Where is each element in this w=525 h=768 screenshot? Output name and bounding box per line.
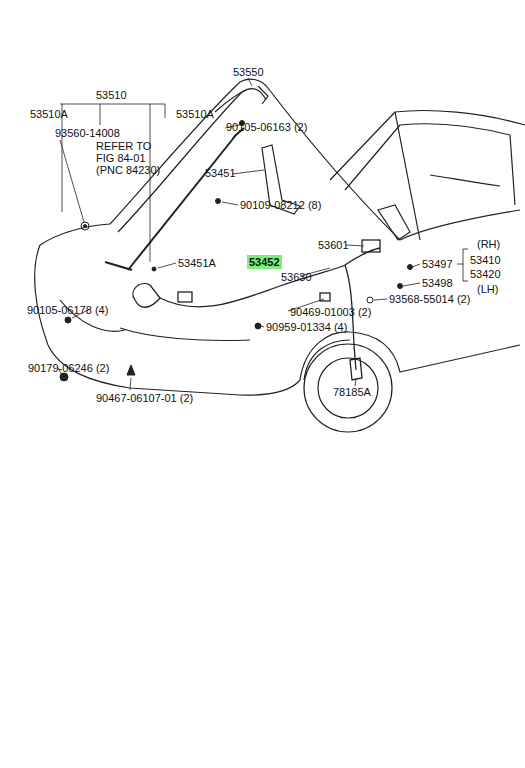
fasteners [65,317,71,323]
leader-lines [403,283,420,286]
leader-lines [463,249,464,281]
leader-lines [355,378,356,386]
part-number: 53452 [249,256,280,268]
highlighted-part-number: 53452 [247,255,282,269]
hood-lock-and-cable [178,292,192,302]
hood-lock-and-cable [350,358,362,380]
part-number: 53420 [470,268,501,280]
hood-lock-and-cable [362,240,380,252]
leader-lines [150,104,151,262]
part-number: REFER TO FIG 84-01 (PNC 84230) [96,140,165,176]
leader-lines [60,140,84,222]
hood-hinge [258,86,268,104]
leader-lines [248,78,252,86]
car-body [120,328,250,341]
car-body [430,175,500,186]
fasteners [105,262,132,270]
leader-lines [374,299,387,300]
part-number: 53451 [205,167,236,179]
fasteners [255,323,261,329]
car-body [40,224,110,245]
part-number: 53410 [470,254,501,266]
raised-hood [110,79,400,240]
wheel [304,340,392,432]
leader-lines [100,104,101,125]
car-body [400,210,520,240]
hood-hinge [378,205,410,240]
fasteners [216,199,221,204]
wheel [304,340,350,380]
leader-lines [60,104,165,105]
part-number: 93560-14008 [55,127,120,139]
raised-hood [110,79,400,240]
part-number: 78185A [333,386,371,398]
leader-lines [58,78,468,390]
leader-lines [62,104,63,212]
leader-lines [232,170,264,174]
hood-lock-and-cable [133,240,380,380]
part-number: 90109-08212 (8) [240,199,321,211]
fasteners [408,265,413,270]
part-number: (LH) [477,283,498,295]
part-number: 53451A [178,257,216,269]
fasteners [127,365,135,375]
hood-hinge [258,86,410,240]
leader-lines [346,245,364,246]
part-number: 53510A [176,108,214,120]
hood-lock-and-cable [160,265,345,307]
part-number: 90105-06178 (4) [27,304,108,316]
car-body [395,112,420,240]
leader-lines [158,263,176,268]
leader-lines [457,264,463,265]
part-number: 90467-06107-01 (2) [96,392,193,404]
part-number: 53630 [281,271,312,283]
part-number: (RH) [477,238,500,250]
car-body [345,124,515,205]
car-body [330,111,525,180]
part-number: 90959-01334 (4) [266,321,347,333]
car-body [35,111,525,396]
fasteners [398,284,403,289]
leader-lines [463,249,468,250]
leader-lines [222,202,238,205]
part-number: 90105-06163 (2) [226,121,307,133]
fasteners [84,225,87,228]
leader-lines [165,104,166,118]
part-number: 53498 [422,277,453,289]
fasteners [152,267,156,271]
part-number: 90179-06246 (2) [28,362,109,374]
wheel [304,344,392,432]
part-number: 53550 [233,66,264,78]
part-number: 93568-55014 (2) [389,293,470,305]
car-body [300,332,520,380]
part-number: 90469-01003 (2) [290,306,371,318]
fasteners [60,121,413,382]
part-number: 53601 [318,239,349,251]
part-number: 53510A [30,108,68,120]
wheel [318,358,378,418]
part-number: 53497 [422,258,453,270]
part-number: 53510 [96,89,127,101]
leader-lines [463,281,468,282]
raised-hood [215,90,246,112]
hood-lock-and-cable [133,284,160,308]
leader-lines [261,326,264,327]
leader-lines [412,264,420,267]
leader-lines [130,378,131,390]
fasteners [367,297,373,303]
fasteners [81,222,89,230]
